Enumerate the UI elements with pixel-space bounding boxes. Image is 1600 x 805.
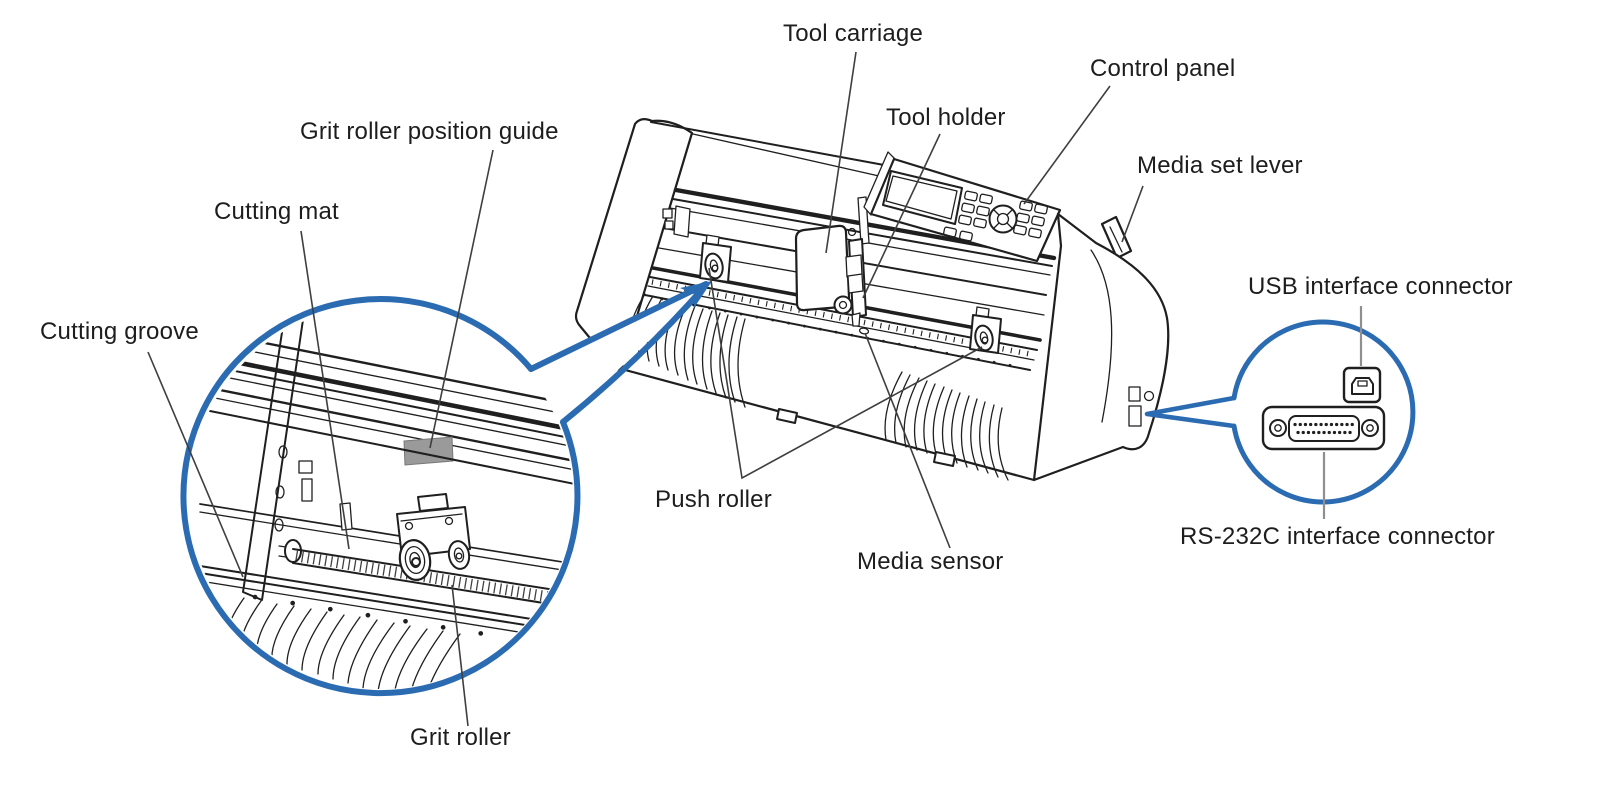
right-end-cap xyxy=(1032,212,1170,482)
magnified-cutting-area xyxy=(197,305,573,689)
control-panel-part xyxy=(863,151,1062,263)
media-sensor-part xyxy=(858,327,870,335)
push-roller-right xyxy=(969,306,1002,354)
label-grit-roller: Grit roller xyxy=(410,724,511,751)
left-magnifier-circle xyxy=(180,296,581,697)
right-magnifier-circle xyxy=(1231,319,1416,505)
label-usb-interface-connector: USB interface connector xyxy=(1248,273,1513,300)
leader-lines xyxy=(147,51,1144,727)
grit-roller-knurling xyxy=(295,550,573,611)
plotter-machine xyxy=(574,117,1170,482)
tool-carriage-part xyxy=(794,196,870,312)
magnified-connector-panel xyxy=(1144,306,1416,519)
tool-holder-part xyxy=(833,227,867,327)
label-media-sensor: Media sensor xyxy=(857,548,1004,575)
label-push-roller: Push roller xyxy=(655,486,772,513)
lcd-screen xyxy=(882,170,963,225)
usb-port-on-machine xyxy=(1128,386,1141,402)
label-rs232c-interface-connector: RS-232C interface connector xyxy=(1180,523,1495,550)
label-media-set-lever: Media set lever xyxy=(1137,152,1303,179)
label-tool-holder: Tool holder xyxy=(886,104,1006,131)
serial-port-on-machine xyxy=(1128,405,1142,427)
label-tool-carriage: Tool carriage xyxy=(783,20,924,47)
label-cutting-mat: Cutting mat xyxy=(214,198,339,225)
label-cutting-groove: Cutting groove xyxy=(40,318,199,345)
usb-b-port-icon xyxy=(1342,366,1382,404)
label-control-panel: Control panel xyxy=(1090,55,1236,82)
callout-arrow-icon xyxy=(528,281,712,425)
media-set-lever-part xyxy=(1100,215,1133,260)
db25-serial-port-icon xyxy=(1261,405,1386,451)
push-roller-left xyxy=(699,234,732,283)
label-grit-roller-position-guide: Grit roller position guide xyxy=(300,118,559,145)
